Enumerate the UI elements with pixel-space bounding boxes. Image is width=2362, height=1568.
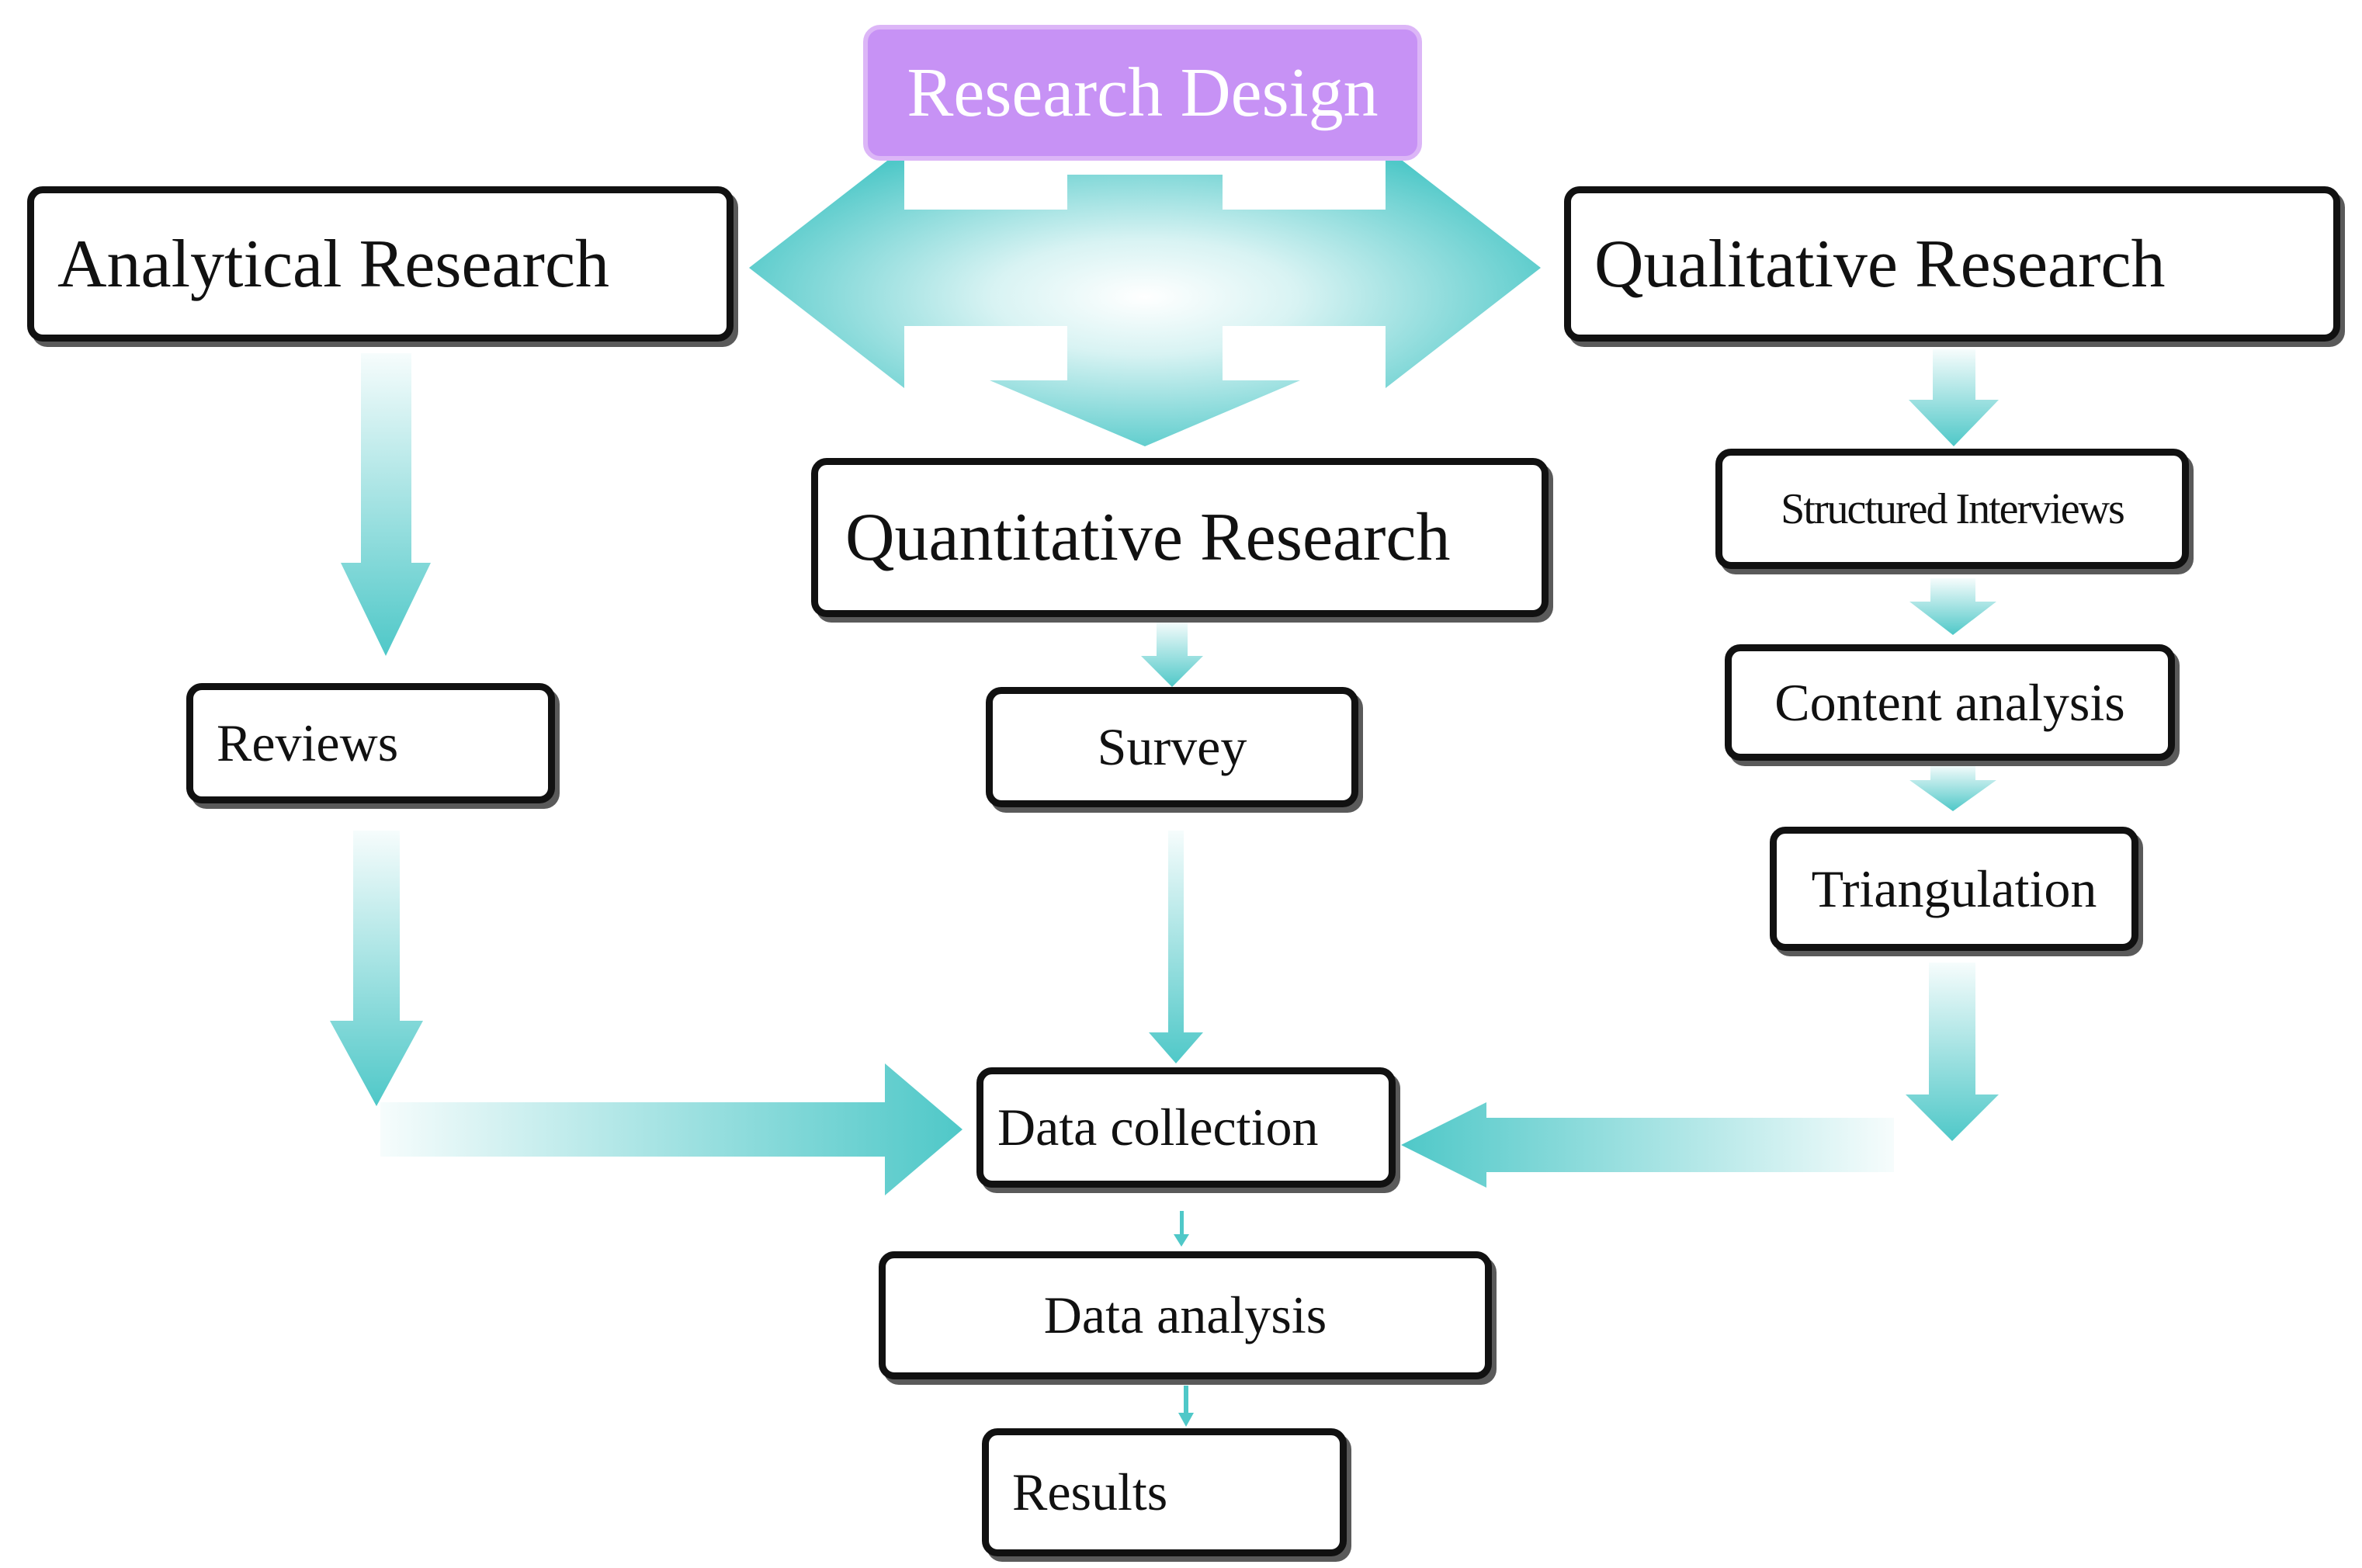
arrow-survey-to-data-collection bbox=[1149, 831, 1203, 1063]
survey-node: Survey bbox=[986, 687, 1358, 807]
content-analysis-node: Content analysis bbox=[1725, 644, 2175, 761]
structured-interviews-node: Structured Interviews bbox=[1715, 449, 2189, 569]
arrow-analytical-to-reviews bbox=[341, 353, 431, 656]
quantitative-research-node: Quantitative Research bbox=[811, 458, 1549, 617]
arrow-collection-to-analysis bbox=[1174, 1211, 1189, 1247]
arrow-interviews-to-content bbox=[1909, 578, 1996, 635]
data-collection-node: Data collection bbox=[976, 1067, 1396, 1188]
qualitative-research-node: Qualitative Research bbox=[1564, 186, 2340, 342]
arrow-qualitative-to-interviews bbox=[1909, 349, 1999, 446]
three-way-arrow bbox=[749, 147, 1541, 446]
data-analysis-node: Data analysis bbox=[879, 1251, 1492, 1379]
research-design-title: Research Design bbox=[863, 25, 1422, 161]
analytical-research-node: Analytical Research bbox=[27, 186, 734, 342]
arrow-left-to-data-collection bbox=[380, 1063, 962, 1195]
arrow-content-to-triangulation bbox=[1909, 765, 1996, 811]
arrow-quantitative-to-survey bbox=[1141, 621, 1203, 687]
reviews-node: Reviews bbox=[186, 683, 555, 803]
arrow-triangulation-down bbox=[1906, 963, 1999, 1141]
arrow-right-to-data-collection bbox=[1401, 1102, 1894, 1188]
arrow-analysis-to-results bbox=[1178, 1386, 1194, 1427]
arrow-reviews-down bbox=[330, 831, 423, 1106]
triangulation-node: Triangulation bbox=[1770, 827, 2138, 951]
results-node: Results bbox=[982, 1428, 1347, 1556]
